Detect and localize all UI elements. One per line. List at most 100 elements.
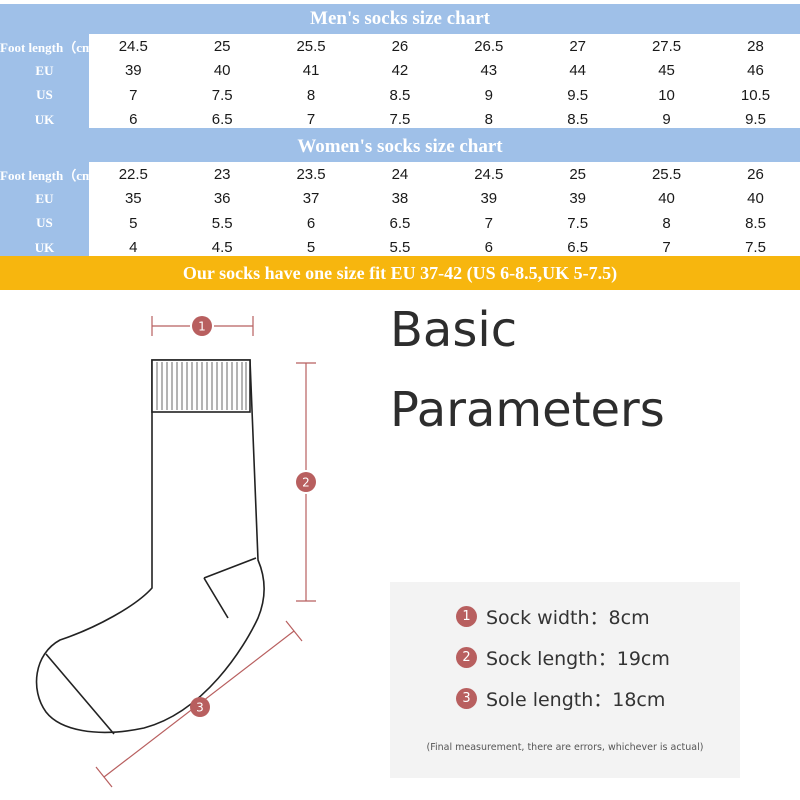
length-dimension <box>296 362 316 602</box>
param-text: Sock length：19cm <box>486 648 670 670</box>
table-cell: 6 <box>444 235 534 260</box>
table-cell: 8.5 <box>711 211 800 236</box>
mens-table-title: Men's socks size chart <box>0 4 800 34</box>
table-cell: 7 <box>88 83 178 108</box>
table-row: UK 4 4.5 5 5.5 6 6.5 7 7.5 <box>0 235 800 260</box>
table-cell: 7 <box>266 107 356 132</box>
table-cell: 37 <box>266 186 356 211</box>
table-cell: 40 <box>711 186 800 211</box>
table-cell: 25.5 <box>266 34 356 59</box>
table-cell: 6.5 <box>533 235 623 260</box>
table-cell: 8 <box>444 107 534 132</box>
table-row: EU 35 36 37 38 39 39 40 40 <box>0 186 800 211</box>
mens-size-table: Men's socks size chart Foot length（cm） 2… <box>0 4 800 132</box>
table-cell: 35 <box>88 186 178 211</box>
table-row: US 5 5.5 6 6.5 7 7.5 8 8.5 <box>0 211 800 236</box>
table-cell: 36 <box>177 186 267 211</box>
table-cell: 6.5 <box>177 107 267 132</box>
table-cell: 24.5 <box>88 34 178 59</box>
womens-table-title-row: Women's socks size chart <box>0 132 800 162</box>
table-cell: 7.5 <box>533 211 623 236</box>
table-separator <box>0 128 800 134</box>
param-sock-length: 2 Sock length：19cm <box>456 647 670 671</box>
table-cell: 23.5 <box>266 162 356 187</box>
cuff-ribs <box>156 362 247 410</box>
table-cell: 25.5 <box>622 162 711 187</box>
table-cell: 39 <box>88 58 178 83</box>
marker-1-label: 1 <box>198 320 206 334</box>
row-label: Foot length（cm） <box>0 162 106 187</box>
table-cell: 6.5 <box>355 211 445 236</box>
table-cell: 7.5 <box>177 83 267 108</box>
table-cell: 41 <box>266 58 356 83</box>
womens-size-table: Women's socks size chart Foot length（cm）… <box>0 132 800 260</box>
table-cell: 5 <box>266 235 356 260</box>
param-text: Sock width：8cm <box>486 607 650 629</box>
param-sock-width: 1 Sock width：8cm <box>456 606 650 630</box>
table-cell: 24.5 <box>444 162 534 187</box>
table-cell: 40 <box>177 58 267 83</box>
width-dimension <box>151 316 254 336</box>
table-cell: 8 <box>622 211 711 236</box>
sock-toe-line <box>45 653 115 735</box>
marker-1-icon <box>192 316 212 336</box>
table-cell: 46 <box>711 58 800 83</box>
table-cell: 7.5 <box>711 235 800 260</box>
table-cell: 7.5 <box>355 107 445 132</box>
table-cell: 28 <box>711 34 800 59</box>
table-cell: 9 <box>622 107 711 132</box>
param-sole-length: 3 Sole length：18cm <box>456 688 665 712</box>
table-cell: 8 <box>266 83 356 108</box>
table-row: EU 39 40 41 42 43 44 45 46 <box>0 58 800 83</box>
table-cell: 26 <box>711 162 800 187</box>
table-cell: 43 <box>444 58 534 83</box>
param-number-badge: 3 <box>456 688 477 709</box>
table-cell: 5.5 <box>177 211 267 236</box>
measurement-note: (Final measurement, there are errors, wh… <box>426 742 704 753</box>
table-cell: 22.5 <box>88 162 178 187</box>
table-cell: 24 <box>355 162 445 187</box>
table-cell: 39 <box>444 186 534 211</box>
row-label: EU <box>0 186 89 211</box>
table-cell: 9.5 <box>533 83 623 108</box>
table-row: UK 6 6.5 7 7.5 8 8.5 9 9.5 <box>0 107 800 132</box>
table-cell: 9 <box>444 83 534 108</box>
table-cell: 4.5 <box>177 235 267 260</box>
table-cell: 40 <box>622 186 711 211</box>
parameters-panel: 1 Sock width：8cm 2 Sock length：19cm 3 Sole … <box>390 582 740 778</box>
sock-heel-line <box>203 557 257 619</box>
table-cell: 8.5 <box>533 107 623 132</box>
table-cell: 5 <box>88 211 178 236</box>
table-cell: 7 <box>444 211 534 236</box>
table-cell: 25 <box>177 34 267 59</box>
table-cell: 44 <box>533 58 623 83</box>
table-cell: 26.5 <box>444 34 534 59</box>
table-cell: 6 <box>266 211 356 236</box>
table-cell: 10 <box>622 83 711 108</box>
table-cell: 27.5 <box>622 34 711 59</box>
marker-2-label: 2 <box>302 476 310 490</box>
heading-line-2: Parameters <box>390 382 665 438</box>
table-row: Foot length（cm） 24.5 25 25.5 26 26.5 27 … <box>0 34 800 59</box>
table-row: Foot length（cm） 22.5 23 23.5 24 24.5 25 … <box>0 162 800 187</box>
marker-3-icon <box>190 697 210 717</box>
womens-table-title: Women's socks size chart <box>0 132 800 162</box>
table-cell: 5.5 <box>355 235 445 260</box>
row-label: UK <box>0 107 89 132</box>
row-label: US <box>0 83 89 108</box>
table-cell: 23 <box>177 162 267 187</box>
table-cell: 6 <box>88 107 178 132</box>
row-label: Foot length（cm） <box>0 34 106 59</box>
param-text: Sole length：18cm <box>486 689 666 711</box>
mens-table-title-row: Men's socks size chart <box>0 4 800 34</box>
table-cell: 25 <box>533 162 623 187</box>
heading-line-1: Basic <box>390 302 518 358</box>
marker-2-icon <box>296 472 316 492</box>
table-row: US 7 7.5 8 8.5 9 9.5 10 10.5 <box>0 83 800 108</box>
param-number-badge: 2 <box>456 647 477 668</box>
param-number-badge: 1 <box>456 606 477 627</box>
row-label: EU <box>0 58 89 83</box>
table-cell: 26 <box>355 34 445 59</box>
table-cell: 27 <box>533 34 623 59</box>
